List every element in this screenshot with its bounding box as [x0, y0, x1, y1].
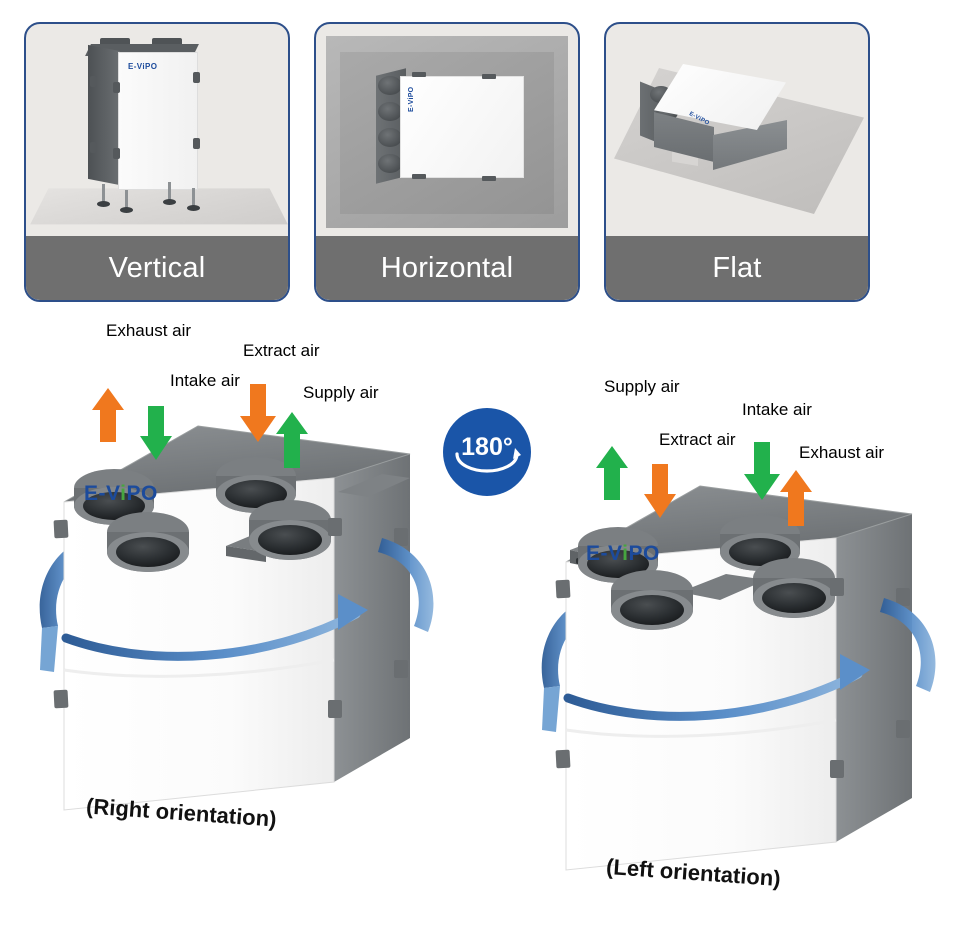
- rotation-badge: 180°: [443, 408, 531, 496]
- mounting-option-card-vertical[interactable]: E-ViPO Vertical: [24, 22, 290, 302]
- label-intake-air-left-unit: Intake air: [170, 371, 240, 390]
- mounting-option-label-flat: Flat: [606, 236, 868, 300]
- vertical-unit-photo: E-ViPO: [26, 24, 288, 240]
- arrow-exhaust-air: [92, 388, 124, 442]
- mounting-option-label-horizontal: Horizontal: [316, 236, 578, 300]
- arrow-exhaust-air: [780, 470, 812, 526]
- label-exhaust-air-right-unit: Exhaust air: [799, 443, 885, 462]
- arrow-supply-air: [596, 446, 628, 500]
- support-foot: [187, 205, 200, 211]
- product-logo: E-ViPO: [128, 62, 158, 71]
- label-supply-air-left-unit: Supply air: [303, 383, 379, 402]
- mounting-option-card-flat[interactable]: E-ViPO Flat: [604, 22, 870, 302]
- floor-surface: [30, 188, 288, 225]
- latch-clips: [555, 578, 910, 778]
- mount-tab: [412, 174, 426, 179]
- duct-port-exhaust: [753, 558, 835, 618]
- mounting-options-row: E-ViPO Vertical E-ViPO Horizontal: [0, 0, 960, 310]
- support-leg: [102, 184, 105, 202]
- top-boss: [680, 574, 766, 600]
- mount-tab: [482, 176, 496, 181]
- unit-side-panel: [334, 454, 410, 782]
- arrow-supply-air: [276, 412, 308, 468]
- port-direction-arrows: [92, 384, 308, 468]
- mount-tab: [482, 74, 496, 79]
- duct-stub: [152, 38, 182, 49]
- flat-unit-photo: E-ViPO: [606, 24, 868, 240]
- latch-clip: [90, 76, 97, 87]
- rotation-badge-text: 180°: [461, 433, 513, 461]
- arrow-extract-air: [644, 464, 676, 518]
- mounting-option-label-vertical: Vertical: [26, 236, 288, 300]
- label-exhaust-air-left-unit: Exhaust air: [106, 321, 192, 340]
- support-foot: [97, 201, 110, 207]
- mount-tab: [412, 72, 426, 77]
- duct-stub: [100, 38, 130, 49]
- latch-clip: [113, 82, 120, 93]
- airflow-ribbon-right: [880, 598, 936, 692]
- label-intake-air-right-unit: Intake air: [742, 400, 812, 419]
- airflow-ribbon-right: [378, 538, 434, 632]
- support-leg: [125, 190, 128, 208]
- label-extract-air-right-unit: Extract air: [659, 430, 736, 449]
- arrow-intake-air: [140, 406, 172, 460]
- airflow-arrow: [563, 669, 863, 721]
- product-logo: E-ViPO: [84, 482, 158, 506]
- unit-illustration: [39, 425, 434, 811]
- duct-port: [378, 76, 402, 95]
- duct-port: [378, 128, 402, 147]
- latch-clip: [113, 148, 120, 159]
- duct-port: [378, 154, 402, 173]
- duct-port: [378, 102, 402, 121]
- duct-port-intake: [107, 512, 189, 572]
- product-logo: E-ViPO: [586, 542, 660, 566]
- product-logo-text: E-ViPO: [586, 542, 660, 565]
- support-leg: [192, 188, 195, 206]
- airflow-arrow: [61, 609, 361, 661]
- horizontal-unit-photo: E-ViPO: [316, 24, 578, 240]
- latch-clip: [193, 138, 200, 149]
- support-foot: [120, 207, 133, 213]
- latch-clip: [90, 142, 97, 153]
- unit-front-panel: [118, 52, 198, 190]
- duct-port-supply: [249, 500, 331, 560]
- unit-side-panel: [836, 514, 912, 842]
- duct-port-extract: [611, 570, 693, 630]
- mounting-option-card-horizontal[interactable]: E-ViPO Horizontal: [314, 22, 580, 302]
- unit-right-orientation: E-ViPO (Right orientation): [38, 370, 438, 840]
- unit-front-panel: [400, 76, 524, 178]
- rotate-arrow-icon: 180°: [455, 433, 521, 473]
- unit-side-panel: [88, 44, 120, 186]
- support-leg: [168, 182, 171, 200]
- label-extract-air-left-unit: Extract air: [243, 341, 320, 360]
- support-foot: [163, 199, 176, 205]
- label-supply-air-right-unit: Supply air: [604, 377, 680, 396]
- arrow-extract-air: [240, 384, 276, 442]
- port-direction-arrows: [596, 442, 812, 526]
- product-logo: E-ViPO: [408, 86, 415, 112]
- unit-illustration: [541, 485, 936, 871]
- top-boss: [338, 474, 410, 497]
- latch-clip: [193, 72, 200, 83]
- product-logo-text: E-ViPO: [84, 482, 158, 505]
- arrow-intake-air: [744, 442, 780, 500]
- latch-clips: [53, 518, 408, 718]
- unit-left-orientation: E-ViPO (Left orientation): [540, 430, 940, 900]
